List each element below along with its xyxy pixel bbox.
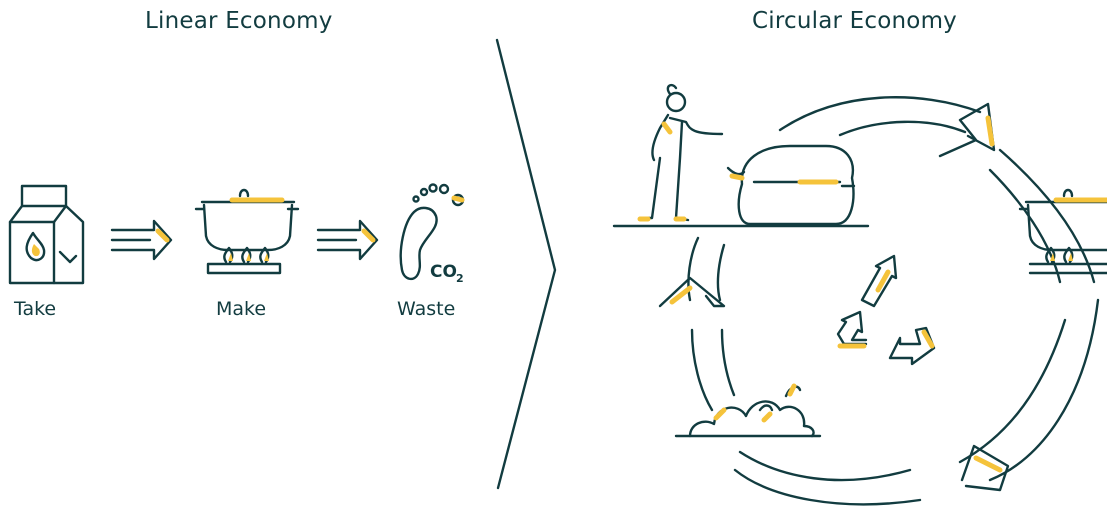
cycle-ring	[658, 96, 1100, 506]
make-label: Make	[216, 298, 267, 320]
co2-subscript: 2	[456, 272, 464, 285]
arrow-right-icon	[110, 219, 173, 261]
recycle-arrows-icon	[836, 254, 936, 366]
arrow-right-icon	[316, 219, 379, 261]
take-label: Take	[14, 298, 57, 320]
carbon-footprint-icon: CO 2	[399, 183, 465, 285]
circular-economy-title: Circular Economy	[752, 8, 957, 34]
cooking-pot-on-stove-icon	[1018, 188, 1107, 275]
section-divider	[495, 38, 557, 490]
co2-text: CO	[430, 262, 457, 282]
linear-economy-title: Linear Economy	[145, 8, 333, 34]
fuel-bag-icon	[8, 184, 85, 285]
cooking-pot-on-stove-icon	[194, 188, 300, 275]
compost-pile-icon	[674, 383, 822, 438]
waste-label: Waste	[397, 298, 456, 320]
person-with-waste-sack-icon	[612, 83, 870, 228]
